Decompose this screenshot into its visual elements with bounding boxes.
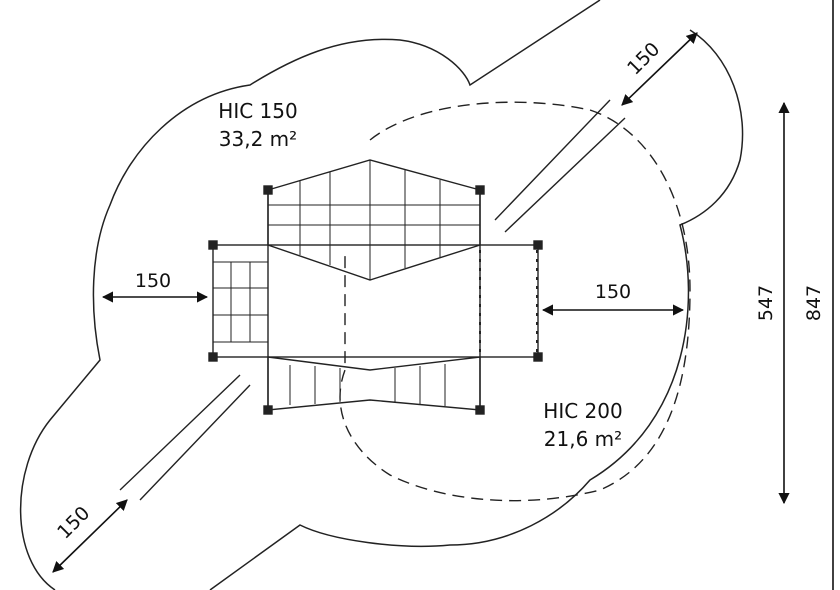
zone-label-hic200: HIC 200 bbox=[543, 399, 622, 423]
dimension-right-clearance: 150 bbox=[595, 281, 631, 303]
dimension-outer-height: 847 bbox=[803, 285, 825, 321]
dimension-inner-height: 547 bbox=[755, 285, 777, 321]
safety-zone-hic200-dashed bbox=[339, 101, 691, 502]
dimension-left-clearance: 150 bbox=[135, 270, 171, 292]
zone-label-hic150: HIC 150 bbox=[218, 99, 297, 123]
zone-area-hic150: 33,2 m² bbox=[219, 127, 297, 151]
play-structure bbox=[119, 99, 626, 501]
dimension-top-right-clearance: 150 bbox=[623, 38, 664, 79]
zone-area-hic200: 21,6 m² bbox=[544, 427, 622, 451]
dimension-arrows bbox=[52, 0, 834, 590]
safety-zone-hic150-outline bbox=[19, 0, 744, 590]
